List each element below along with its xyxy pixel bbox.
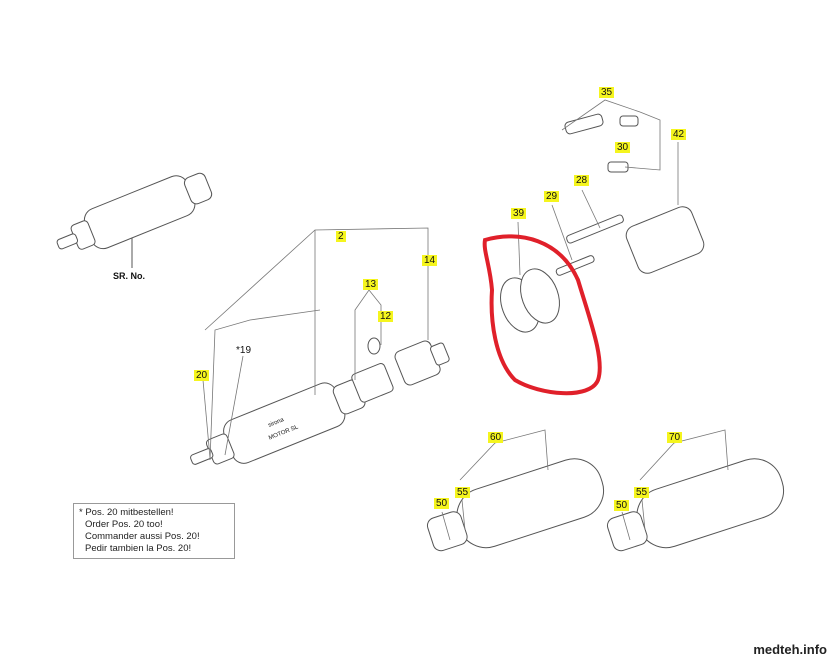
part-label-35: 35 <box>599 87 615 98</box>
watermark: medteh.info <box>753 642 827 657</box>
serial-label: SR. No. <box>113 271 146 281</box>
part-label-55: 55 <box>455 487 471 498</box>
part-label-13: 13 <box>363 279 379 290</box>
part-label-20: 20 <box>194 370 210 381</box>
order-note: * Pos. 20 mitbestellen! Order Pos. 20 to… <box>73 503 235 559</box>
part-label-60: 60 <box>488 432 504 443</box>
part-label-28: 28 <box>574 175 590 186</box>
note-line: Order Pos. 20 too! <box>85 519 163 530</box>
part-label-70: 70 <box>667 432 683 443</box>
part-label-30: 30 <box>615 142 631 153</box>
note-line: Pedir tambien la Pos. 20! <box>85 543 192 554</box>
part-label-50-b: 50 <box>614 500 630 511</box>
part-label-14: 14 <box>422 255 438 266</box>
part-label-19: *19 <box>236 345 252 356</box>
highlight-circle <box>482 234 602 396</box>
part-label-2: 2 <box>336 231 346 242</box>
part-label-12: 12 <box>378 311 394 322</box>
note-line: * Pos. 20 mitbestellen! <box>79 507 174 518</box>
note-line: Commander aussi Pos. 20! <box>85 531 200 542</box>
part-label-50: 50 <box>434 498 450 509</box>
part-label-39: 39 <box>511 208 527 219</box>
part-label-29: 29 <box>544 191 560 202</box>
motor-overview <box>56 172 213 250</box>
part-label-42: 42 <box>671 129 687 140</box>
part-label-55-b: 55 <box>634 487 650 498</box>
